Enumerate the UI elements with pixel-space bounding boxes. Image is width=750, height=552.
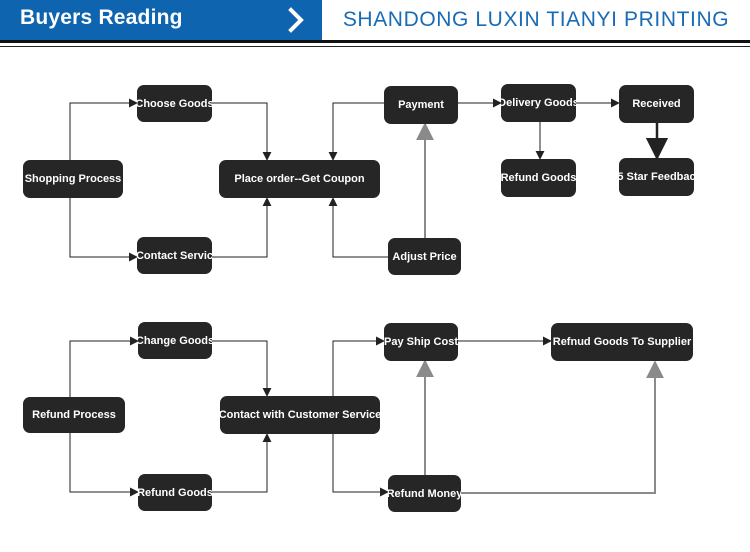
connector-choose-to-order	[212, 102, 272, 161]
connector-refundprocess-to-change	[69, 336, 139, 397]
node-pay-ship-cost: Pay Ship Cost	[384, 323, 458, 361]
header-right-title: SHANDONG LUXIN TIANYI PRINTING	[342, 8, 730, 31]
node-change-goods: Change Goods	[138, 322, 212, 359]
connector-adjust-to-order	[328, 197, 388, 258]
header-divider-thick	[0, 40, 750, 43]
node-contact-service: Contact Servic	[137, 237, 212, 274]
connector-refundgoods-to-contact	[212, 433, 272, 493]
node-shopping-process: Shopping Process	[23, 160, 123, 198]
connector-change-to-contact	[212, 340, 272, 397]
node-refund-goods-to-supplier: Refnud Goods To Supplier	[551, 323, 693, 361]
node-refund-process: Refund Process	[23, 397, 125, 433]
header-banner: Buyers Reading SHANDONG LUXIN TIANYI PRI…	[0, 0, 750, 40]
connector-shopping-to-contact	[69, 198, 138, 262]
header-left-panel: Buyers Reading	[0, 0, 322, 40]
node-adjust-price: Adjust Price	[388, 238, 461, 275]
node-refund-goods-refund: Refund Goods	[138, 474, 212, 511]
node-received: Received	[619, 85, 694, 123]
connector-refundmoney-to-supplier	[461, 360, 664, 494]
node-choose-goods: Choose Goods	[137, 85, 212, 122]
node-delivery-goods: Delivery Goods	[501, 84, 576, 122]
connector-contact-to-refundmoney	[332, 434, 389, 497]
node-refund-goods-buying: Refund Goods	[501, 159, 576, 197]
node-contact-customer-service: Contact with Customer Service	[220, 396, 380, 434]
node-payment: Payment	[384, 86, 458, 124]
node-five-star-feedback: 5 Star Feedbac	[619, 158, 694, 196]
node-place-order: Place order--Get Coupon	[219, 160, 380, 198]
node-refund-money: Refund Money	[388, 475, 461, 512]
connector-refundprocess-to-refundgoods	[69, 433, 139, 497]
header-divider-thin	[0, 46, 750, 47]
connector-contact-to-order	[212, 197, 272, 258]
connector-contact-to-payship	[332, 336, 385, 396]
chevron-right-icon	[288, 7, 304, 33]
connector-shopping-to-choose	[69, 98, 138, 160]
connector-payment-to-order	[328, 102, 384, 161]
header-left-title: Buyers Reading	[20, 6, 183, 29]
